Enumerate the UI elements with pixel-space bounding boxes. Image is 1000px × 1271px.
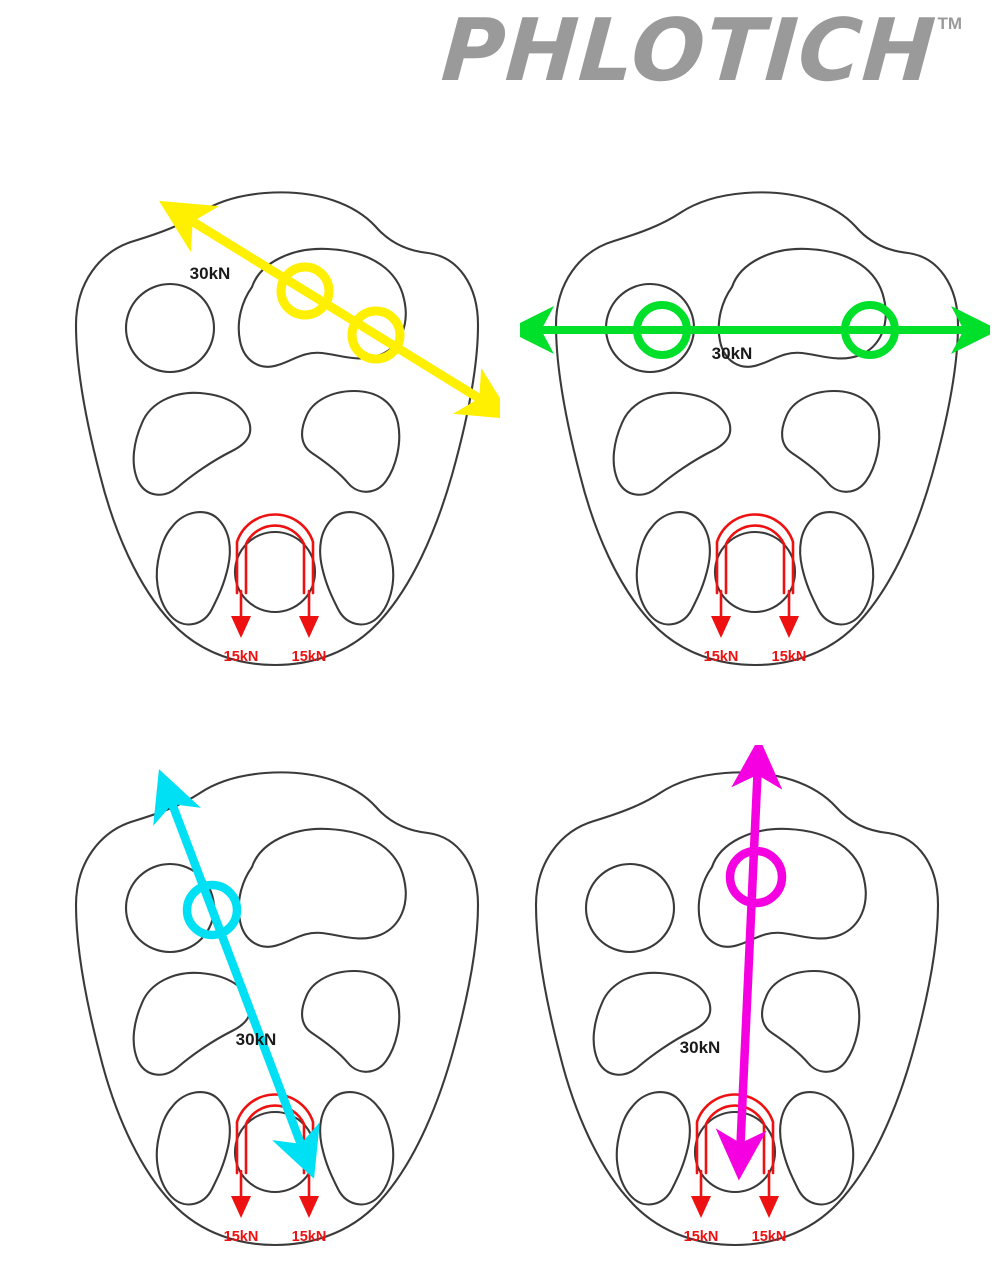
load-arrowhead-left xyxy=(231,616,251,638)
load-label-left: 15kN xyxy=(224,649,259,665)
force-label: 30kN xyxy=(190,264,231,283)
plate-svg-cyan: 15kN 15kN 30kN xyxy=(74,769,480,1247)
load-label-right: 15kN xyxy=(292,649,327,665)
attachment-ring-1 xyxy=(725,846,787,908)
load-arrowhead-left xyxy=(711,616,731,638)
mid-left-bean-hole xyxy=(592,971,712,1076)
lower-center-round-hole xyxy=(233,530,317,614)
load-label-right: 15kN xyxy=(752,1229,787,1245)
load-label-left: 15kN xyxy=(224,1229,259,1245)
force-vector-line xyxy=(159,200,500,420)
load-arrowhead-left xyxy=(231,1196,251,1218)
logo-wordmark: PHLOTICH xyxy=(438,1,939,101)
load-label-right: 15kN xyxy=(292,1229,327,1245)
lower-right-banana-hole xyxy=(319,1090,395,1206)
plate-svg-green: 15kN 15kN 30kN xyxy=(520,191,990,667)
rope-path-left xyxy=(235,513,315,595)
load-arrowhead-right xyxy=(299,1196,319,1218)
attachment-ring-2 xyxy=(841,301,899,359)
plate-svg-magenta: 15kN 15kN 30kN xyxy=(534,745,940,1247)
force-label: 30kN xyxy=(680,1038,721,1057)
load-label-left: 15kN xyxy=(704,649,739,665)
force-vector-line xyxy=(715,745,783,1181)
lower-left-banana-hole xyxy=(155,510,231,626)
rope-path-left xyxy=(715,513,795,595)
load-arrowhead-right xyxy=(299,616,319,638)
load-arrowhead-right xyxy=(779,616,799,638)
attachment-ring-2 xyxy=(347,306,405,364)
lower-right-banana-hole xyxy=(799,510,875,626)
upper-left-round-hole xyxy=(584,862,676,954)
trademark-symbol: TM xyxy=(937,14,962,33)
force-label: 30kN xyxy=(236,1030,277,1049)
diagram-panel-cyan: 15kN 15kN 30kN xyxy=(60,745,500,1255)
brand-header: PHLOTICH TM xyxy=(0,0,1000,120)
logo: PHLOTICH TM xyxy=(438,1,962,101)
diagram-panel-magenta: 15kN 15kN 30kN xyxy=(520,745,960,1255)
diagram-panel-green: 15kN 15kN 30kN xyxy=(520,175,990,675)
force-label: 30kN xyxy=(712,344,753,363)
attachment-ring-1 xyxy=(276,262,334,320)
lower-left-banana-hole xyxy=(615,1090,691,1206)
load-arrowhead-left xyxy=(691,1196,711,1218)
force-vector-line xyxy=(153,769,320,1179)
load-arrowhead-right xyxy=(759,1196,779,1218)
plate-svg-yellow: 15kN 15kN 30kN xyxy=(74,191,500,667)
rope-path-right xyxy=(244,524,306,595)
lower-left-banana-hole xyxy=(635,510,711,626)
lower-center-round-hole xyxy=(713,530,797,614)
attachment-ring-1 xyxy=(182,880,242,940)
load-label-left: 15kN xyxy=(684,1229,719,1245)
upper-left-round-hole xyxy=(124,282,216,374)
attachment-ring-1 xyxy=(633,301,691,359)
rope-path-right xyxy=(724,524,786,595)
mid-left-bean-hole xyxy=(612,391,732,496)
lower-right-banana-hole xyxy=(779,1090,855,1206)
load-label-right: 15kN xyxy=(772,649,807,665)
mid-right-bean-hole xyxy=(781,389,881,493)
lower-right-banana-hole xyxy=(319,510,395,626)
diagram-panel-yellow: 15kN 15kN 30kN xyxy=(60,175,500,675)
